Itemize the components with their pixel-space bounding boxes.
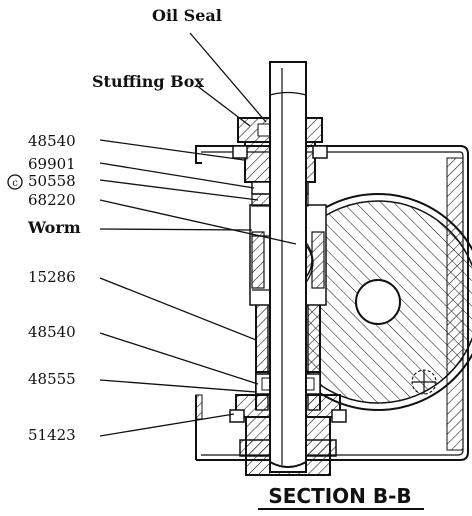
label-part-15286: 15286 xyxy=(28,268,76,286)
label-part-69901: 69901 xyxy=(28,155,76,173)
label-stuffing-box: Stuffing Box xyxy=(92,72,204,91)
label-part-48540-bottom: 48540 xyxy=(28,323,76,341)
label-oil-seal: Oil Seal xyxy=(152,6,222,25)
copyright-symbol: c xyxy=(12,178,18,189)
label-worm: Worm xyxy=(27,218,81,237)
label-part-51423: 51423 xyxy=(28,426,76,444)
leader-lines xyxy=(99,32,297,437)
label-part-48540-top: 48540 xyxy=(28,132,76,150)
label-part-68220: 68220 xyxy=(28,191,76,209)
label-part-50558: 50558 xyxy=(28,172,76,190)
section-title: SECTION B-B xyxy=(268,484,411,508)
copyright-mark: c xyxy=(7,174,23,190)
shaft xyxy=(252,61,307,473)
dial-indicator xyxy=(411,369,437,395)
label-part-48555: 48555 xyxy=(28,370,76,388)
